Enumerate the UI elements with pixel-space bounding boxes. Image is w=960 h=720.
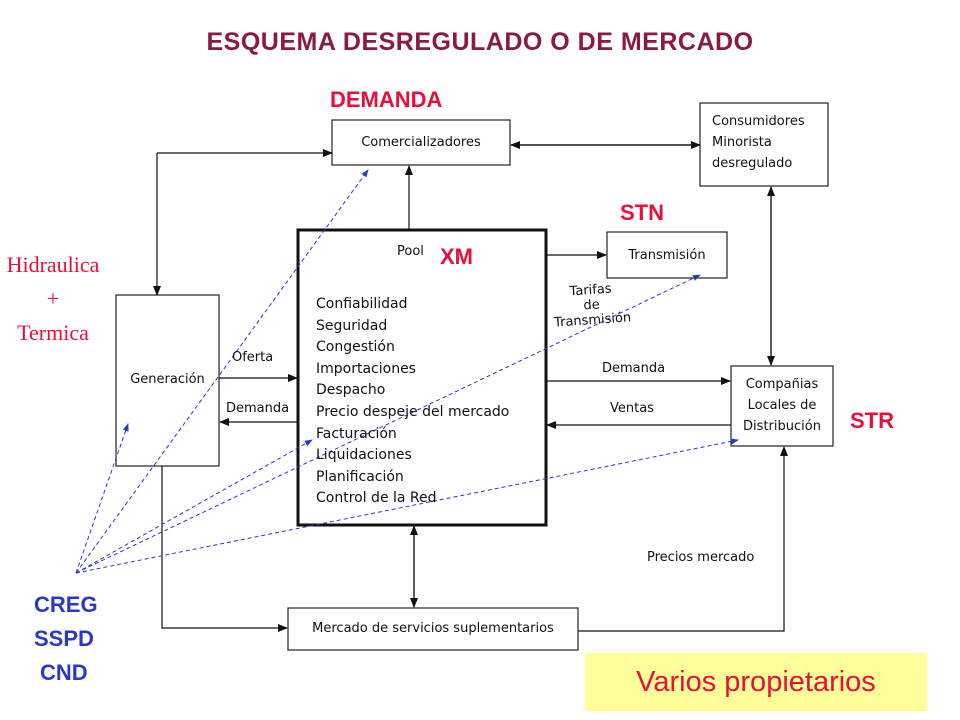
edge-label-demanda-right: Demanda bbox=[602, 361, 666, 376]
connector-gen-mercado bbox=[161, 466, 288, 632]
label-hidraulica-termica: Hidraulica + Termica bbox=[0, 248, 106, 350]
pool-label: Pool bbox=[397, 244, 424, 259]
pool-items: Confiabilidad Seguridad Congestión Impor… bbox=[316, 294, 509, 510]
pool-item: Liquidaciones bbox=[316, 447, 412, 464]
mercado-servicios-label: Mercado de servicios suplementarios bbox=[312, 621, 554, 636]
reg-line-companias bbox=[75, 438, 739, 574]
label-regulators: CREG SSPD CND bbox=[34, 588, 98, 690]
reg-line-pool bbox=[75, 439, 313, 574]
varios-propietarios-banner: Varios propietarios bbox=[585, 653, 927, 711]
generacion-box bbox=[115, 294, 220, 467]
edge-label-precios: Precios mercado bbox=[647, 550, 755, 565]
pool-box bbox=[296, 228, 548, 527]
label-demanda: DEMANDA bbox=[330, 87, 443, 112]
companias-line-3: Distribución bbox=[743, 419, 821, 434]
label-cnd: CND bbox=[40, 660, 88, 685]
pool-item: Confiabilidad bbox=[316, 296, 408, 312]
regulator-lines bbox=[75, 169, 739, 574]
mercado-servicios-box bbox=[287, 607, 579, 651]
consumidores-box bbox=[699, 102, 829, 187]
consumidores-label: Consumidores Minorista desregulado bbox=[712, 111, 805, 174]
pool-item: Despacho bbox=[316, 382, 386, 399]
pool-item: Precio despeje del mercado bbox=[316, 403, 510, 420]
companias-line-2: Locales de bbox=[747, 398, 817, 413]
label-hidraulica: Hidraulica bbox=[6, 252, 100, 277]
companias-line-1: Compañias bbox=[745, 377, 819, 392]
pool-item: Importaciones bbox=[316, 360, 416, 377]
connector-precios bbox=[578, 446, 788, 632]
edge-label-oferta: Oferta bbox=[232, 350, 274, 365]
generacion-label: Generación bbox=[130, 372, 205, 387]
comercializadores-box bbox=[331, 119, 511, 166]
label-str: STR bbox=[850, 408, 894, 433]
companias-label: Compañias Locales de Distribución bbox=[731, 374, 833, 437]
edge-label-tarifas: Tarifas de Transmisión bbox=[552, 280, 632, 331]
connectors bbox=[153, 141, 788, 632]
consumidores-line-2: Minorista bbox=[712, 135, 772, 150]
companias-box bbox=[730, 365, 834, 447]
label-sspd: SSPD bbox=[34, 626, 94, 651]
reg-line-generacion bbox=[75, 423, 129, 574]
edge-label-demanda-gen: Demanda bbox=[226, 401, 290, 416]
pool-item: Control de la Red bbox=[316, 490, 437, 507]
pool-item: Facturación bbox=[316, 425, 397, 442]
edge-label-ventas: Ventas bbox=[610, 401, 654, 416]
label-xm: XM bbox=[440, 244, 473, 269]
reg-line-transmision bbox=[75, 274, 701, 574]
pool-item: Congestión bbox=[316, 339, 395, 356]
reg-line-comercializadores bbox=[75, 169, 369, 574]
pool-item: Seguridad bbox=[316, 317, 388, 334]
transmision-box bbox=[606, 231, 728, 279]
consumidores-line-1: Consumidores bbox=[712, 114, 805, 129]
page-title: ESQUEMA DESREGULADO O DE MERCADO bbox=[206, 28, 754, 56]
label-stn: STN bbox=[620, 200, 664, 225]
comercializadores-label: Comercializadores bbox=[361, 135, 481, 150]
label-termica: Termica bbox=[17, 320, 89, 345]
consumidores-line-3: desregulado bbox=[712, 156, 793, 171]
label-plus: + bbox=[46, 286, 60, 311]
label-creg: CREG bbox=[34, 592, 98, 617]
pool-item: Planificación bbox=[316, 468, 404, 485]
transmision-label: Transmisión bbox=[628, 248, 706, 263]
